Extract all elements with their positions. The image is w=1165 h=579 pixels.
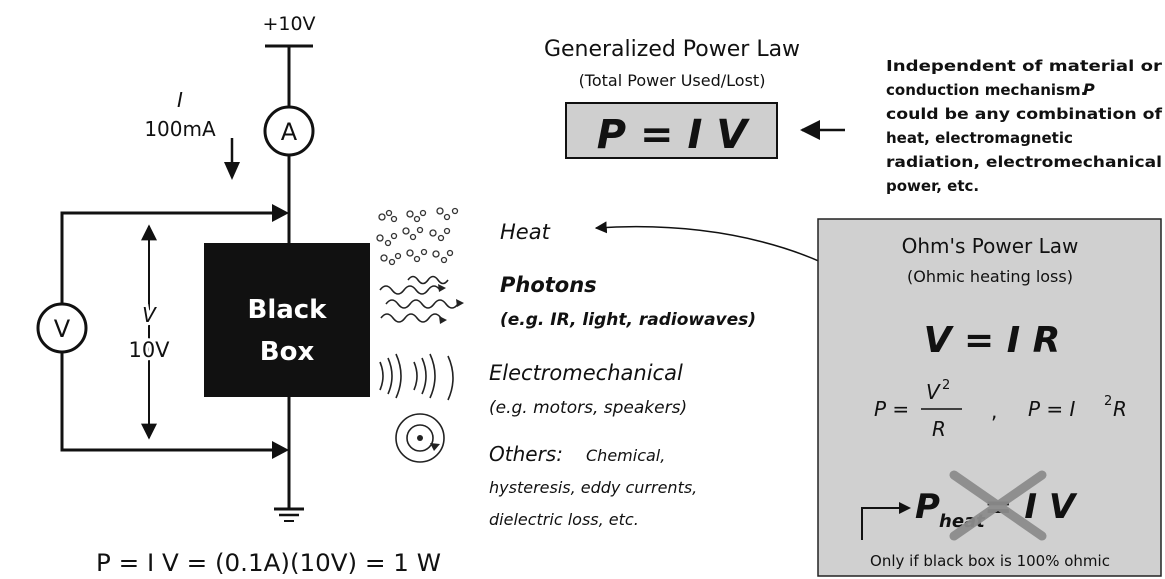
note-line-2: conduction mechanism. — [886, 81, 1086, 99]
output-others-line1: Chemical, — [586, 446, 665, 465]
output-electromech-examples: (e.g. motors, speakers) — [489, 398, 687, 418]
voltmeter-top-wire — [60, 211, 281, 305]
supply-label: +10V — [262, 13, 315, 35]
current-symbol: I — [177, 88, 183, 112]
output-photons-examples: (e.g. IR, light, radiowaves) — [500, 310, 756, 330]
current-arrowhead — [224, 162, 240, 180]
general-law-note: Independent of material or conduction me… — [886, 57, 1163, 195]
current-value: 100mA — [144, 117, 216, 141]
note-line-1: Independent of material or — [886, 57, 1163, 75]
box-label-line2: Box — [260, 337, 315, 367]
voltage-symbol: V — [142, 303, 157, 327]
general-law-title: Generalized Power Law — [544, 37, 800, 62]
voltmeter-circle — [36, 302, 88, 354]
ohm-frac-num: V — [926, 380, 941, 404]
note-line-4: heat, electromagnetic — [886, 129, 1073, 147]
footnote-pointer — [861, 507, 905, 540]
output-photons: Photons — [500, 273, 597, 297]
ammeter-letter: A — [281, 118, 298, 146]
photon-waves — [379, 275, 459, 323]
rotation-arrowhead — [430, 443, 440, 451]
note-symbol: P — [1083, 80, 1095, 99]
ohm-p-eq: P = — [874, 397, 909, 421]
output-heat: Heat — [500, 220, 551, 244]
heat-particles — [376, 207, 459, 266]
black-box — [204, 243, 370, 397]
output-electromech: Electromechanical — [489, 361, 683, 385]
top-lead-arrowhead — [272, 204, 289, 222]
sound-waves — [379, 353, 454, 401]
footnote-pointer-arrowhead — [899, 502, 911, 514]
general-law-subtitle: (Total Power Used/Lost) — [579, 71, 766, 90]
general-law-formula: P = I V — [597, 112, 750, 158]
rotation-center-dot — [417, 435, 423, 441]
output-others-line2: hysteresis, eddy currents, — [489, 478, 697, 497]
ohm-title: Ohm's Power Law — [902, 234, 1079, 258]
rotation-icon — [395, 413, 445, 463]
general-law-formula-box — [565, 102, 778, 159]
ohm-footnote: Only if black box is 100% ohmic — [870, 552, 1110, 570]
voltmeter-letter: V — [54, 315, 71, 343]
ohm-frac-num-exp: 2 — [942, 378, 950, 393]
power-equation: P = I V = (0.1A)(10V) = 1 W — [96, 549, 441, 577]
photon-arrowhead-1 — [438, 284, 446, 292]
ohm-p-eq2-exp: 2 — [1104, 394, 1112, 409]
ohm-subtitle: (Ohmic heating loss) — [907, 267, 1073, 286]
photon-arrowhead-2 — [456, 299, 464, 307]
ohm-p-eq2-end: R — [1113, 397, 1127, 421]
note-line-5: radiation, electromechanical — [886, 153, 1162, 171]
ohm-separator: , — [991, 399, 997, 423]
ohm-formula: V = I R — [924, 320, 1061, 361]
photon-arrowhead-3 — [439, 316, 447, 324]
cross-out-mark — [949, 470, 1047, 541]
voltmeter-bottom-wire — [60, 352, 281, 452]
note-line-6: power, etc. — [886, 177, 979, 195]
bottom-lead-arrowhead — [272, 441, 289, 459]
voltage-value: 10V — [128, 338, 170, 362]
note-line-3: could be any combination of — [886, 105, 1163, 123]
box-label-line1: Black — [248, 295, 328, 325]
ohm-frac-den: R — [932, 417, 946, 441]
ohm-p-eq2: P = I — [1028, 397, 1076, 421]
crossed-p: P — [915, 487, 940, 527]
output-others-line3: dielectric loss, etc. — [489, 510, 639, 529]
circuit — [36, 44, 315, 522]
output-others-label: Others: — [489, 442, 563, 466]
